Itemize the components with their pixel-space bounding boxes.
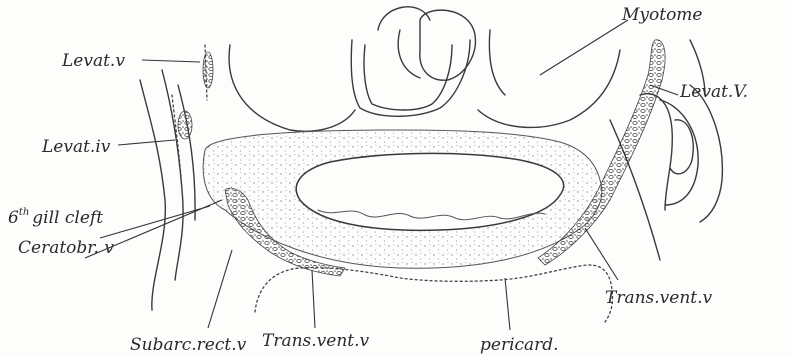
label-subarc-rect-v: Subarc.rect.v <box>130 335 247 355</box>
stippled-tissue <box>203 130 602 268</box>
gill-cleft-superscript: th <box>19 207 29 218</box>
label-trans-vent-v-bottom: Trans.vent.v <box>262 331 370 351</box>
label-ceratobr-v: Ceratobr. v <box>18 238 114 258</box>
label-myotome: Myotome <box>621 5 703 25</box>
label-trans-vent-v-right: Trans.vent.v <box>605 288 713 308</box>
label-levat-v-left: Levat.v <box>61 51 125 71</box>
label-levat-v-right: Levat.V. <box>679 82 748 102</box>
myotome-structure <box>229 7 620 131</box>
pericardium-outline <box>255 265 613 322</box>
label-pericard: pericard. <box>480 335 559 355</box>
gill-cleft-text: gill cleft <box>32 208 103 228</box>
left-structures <box>140 45 213 310</box>
label-levat-iv: Levat.iv <box>41 137 111 157</box>
gill-cleft-number: 6 <box>8 208 19 228</box>
